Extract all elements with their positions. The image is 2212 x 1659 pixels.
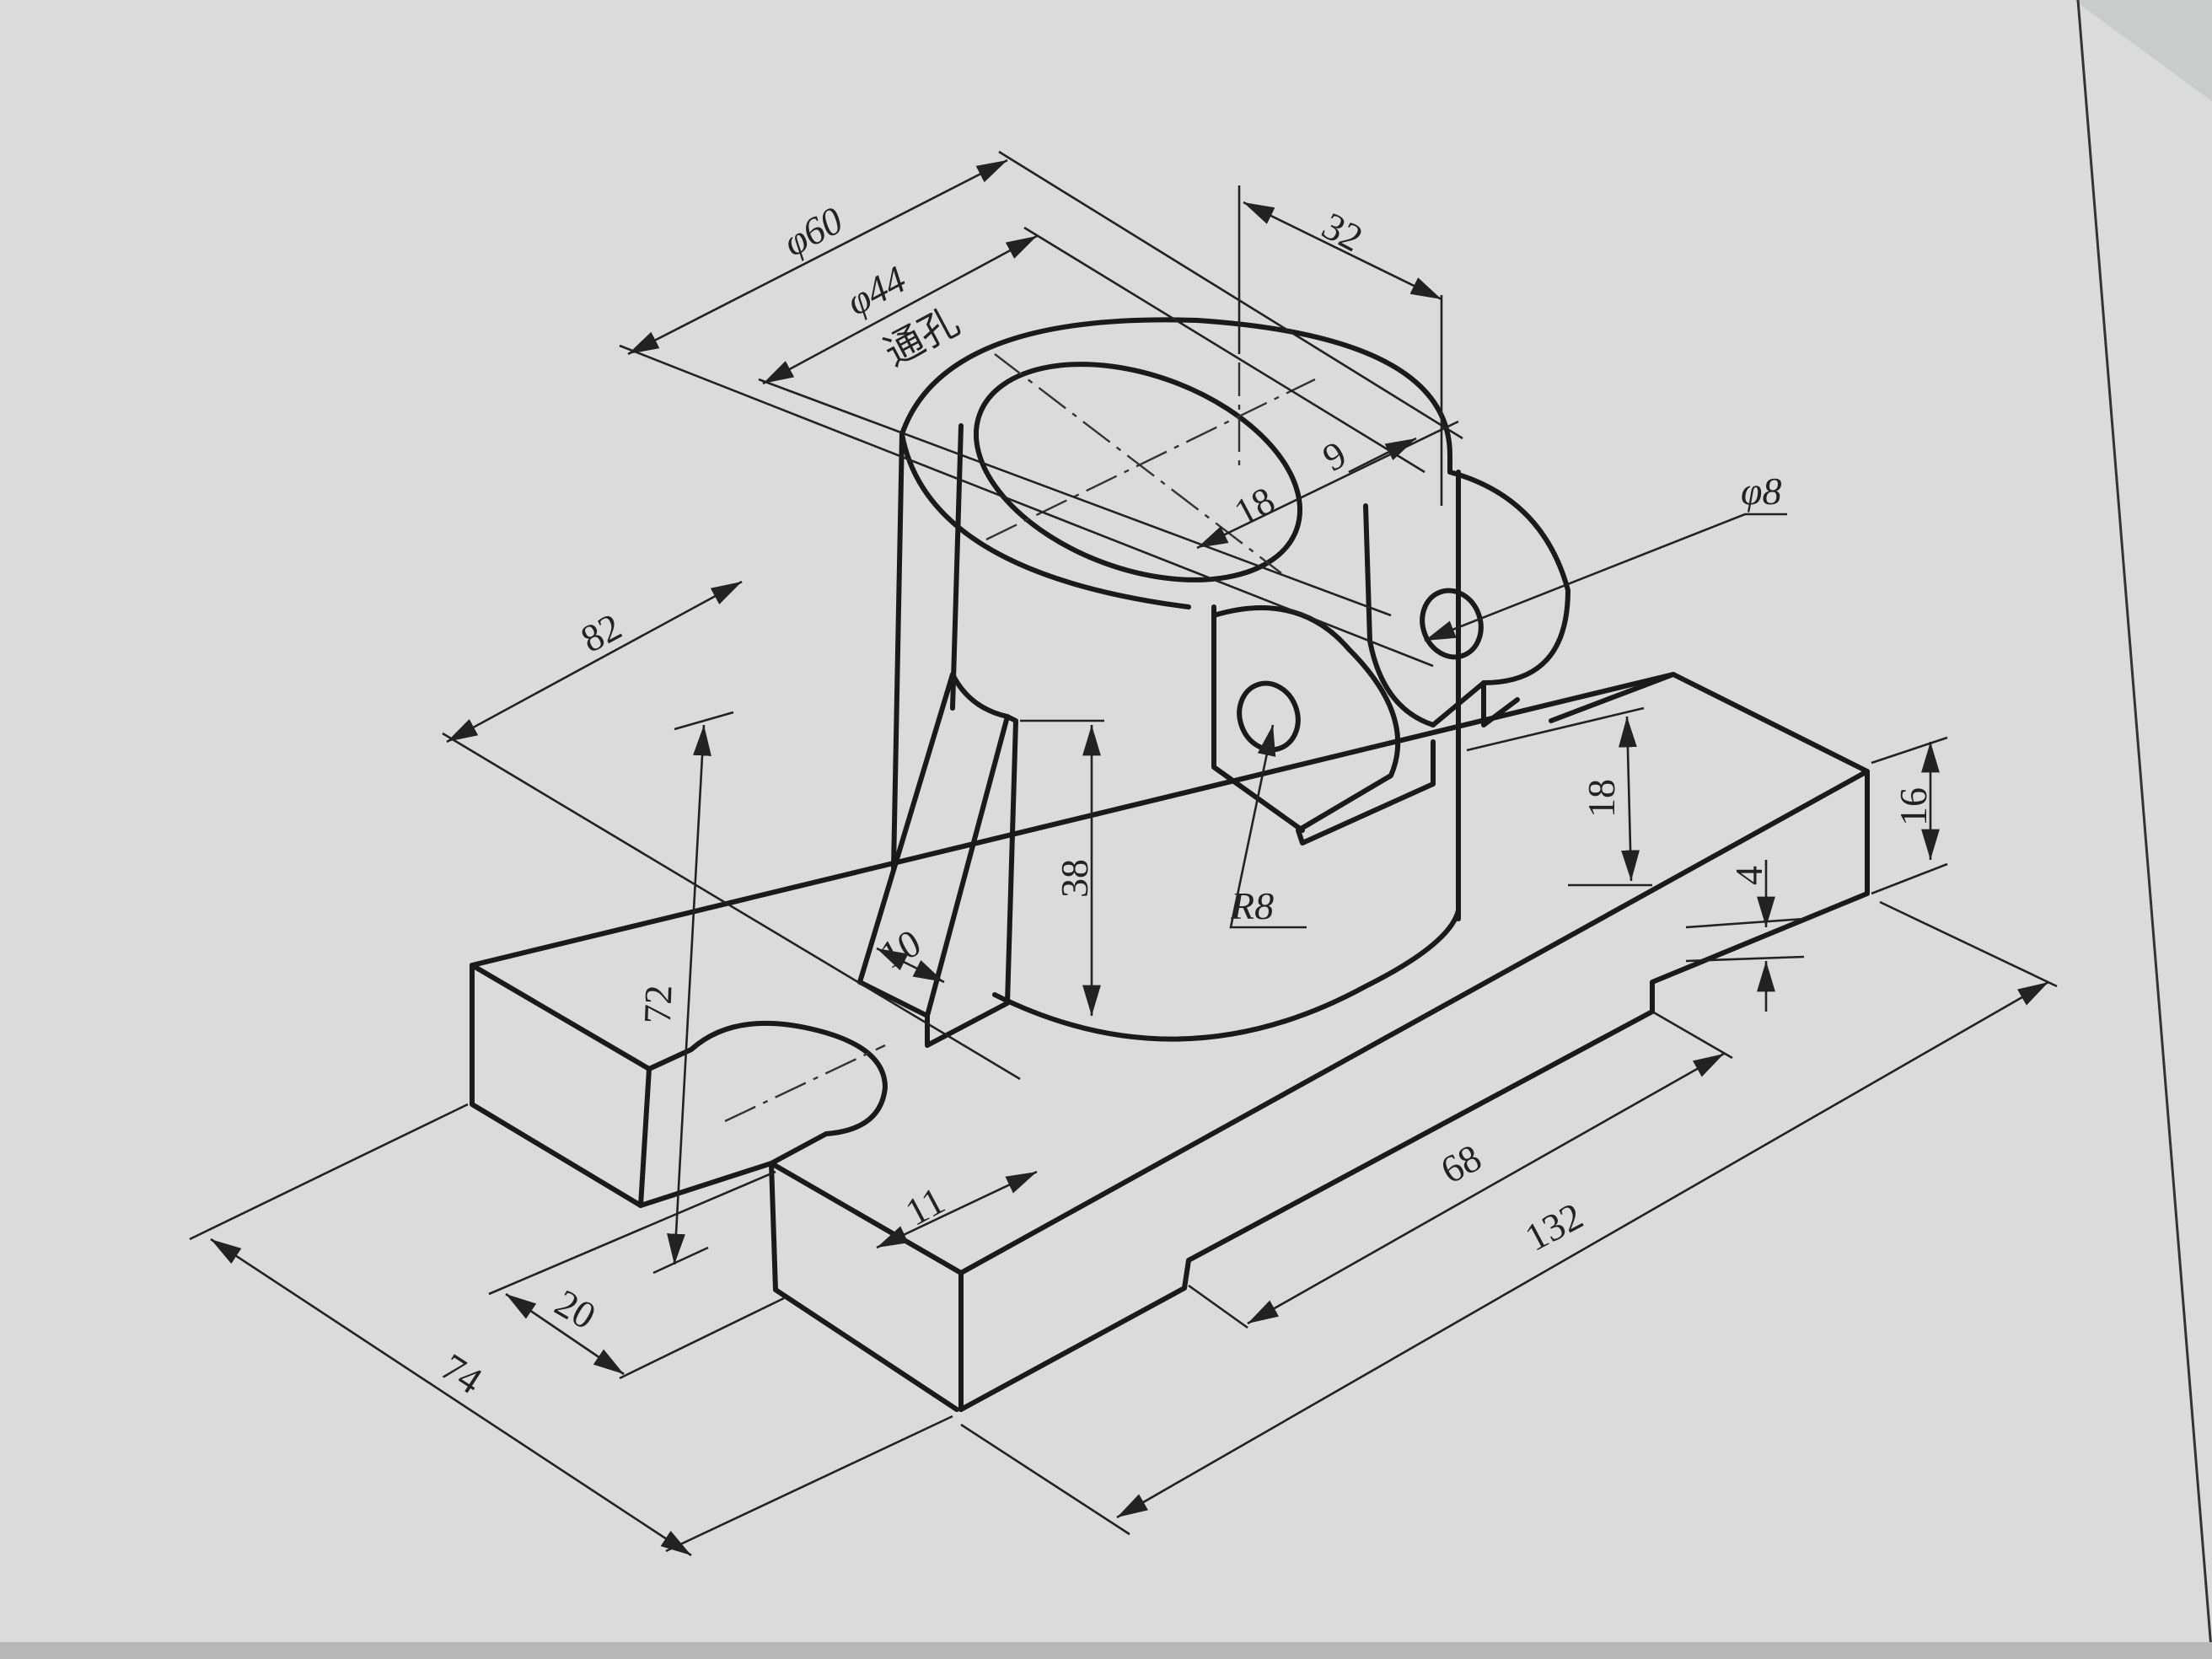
main-cylinder [891, 317, 1461, 1042]
sheet-border-line [2076, 0, 2212, 1659]
bottom-table-strip [0, 1642, 2212, 1659]
label-d4: 4 [1727, 866, 1770, 885]
label-d72: 72 [636, 985, 680, 1025]
label-d38: 38 [1053, 859, 1096, 898]
rib [857, 672, 1018, 1048]
label-d8: φ8 [1741, 470, 1781, 513]
center-lines [724, 353, 1316, 1123]
dimensions [189, 150, 2058, 1557]
clamp-lugs [1211, 470, 1570, 846]
label-d18-side: 18 [1580, 779, 1623, 818]
label-d16: 16 [1892, 787, 1935, 826]
label-r8: R8 [1230, 884, 1274, 927]
